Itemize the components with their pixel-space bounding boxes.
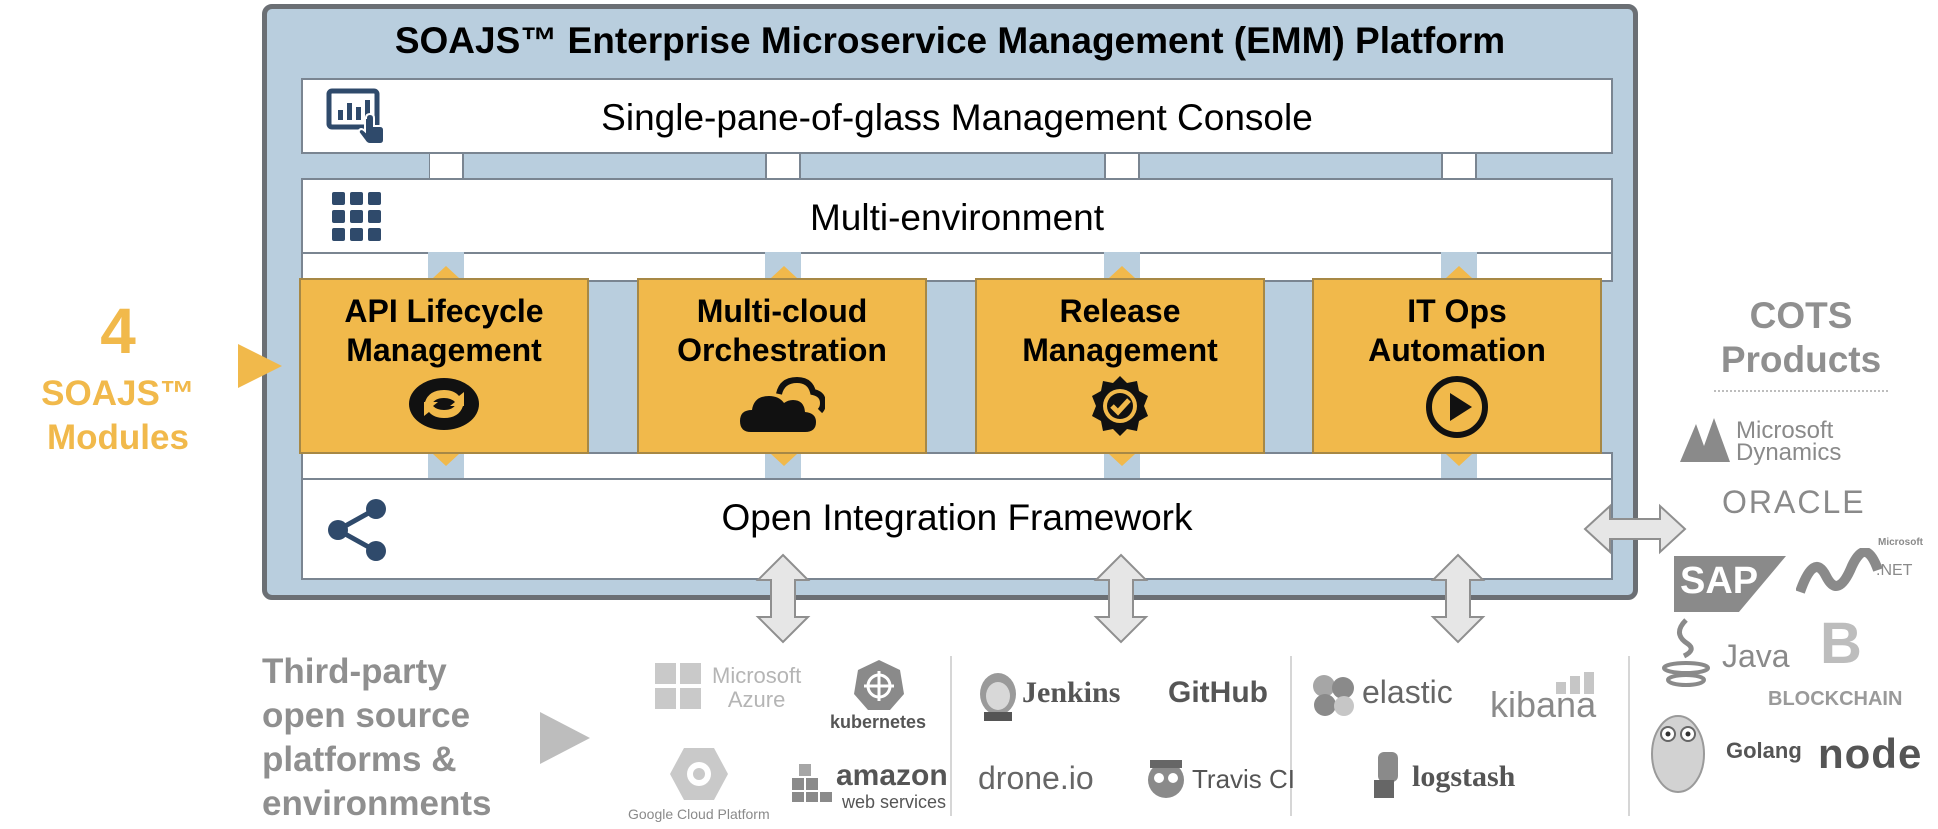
dotnet-text: .NET <box>1876 562 1913 579</box>
module-title-line2: Orchestration <box>677 332 887 368</box>
module-title-line2: Management <box>1022 332 1218 368</box>
third-party-heading: Third-party open source platforms & envi… <box>262 652 492 823</box>
platform-title: SOAJS™ Enterprise Microservice Managemen… <box>394 20 1506 61</box>
dotnet-microsoft-text: Microsoft <box>1878 537 1923 548</box>
integration-framework-label: Open Integration Framework <box>721 497 1193 538</box>
module-title-line1: API Lifecycle <box>344 293 544 329</box>
java-text: Java <box>1722 638 1790 674</box>
module-title-line2: Management <box>346 332 542 368</box>
module-multi-cloud[interactable]: Multi-cloud Orchestration <box>637 278 927 454</box>
multi-environment-label: Multi-environment <box>809 197 1105 238</box>
badge-check-icon <box>977 374 1263 443</box>
module-title-line1: Multi-cloud <box>696 293 868 329</box>
kibana-bars-icon <box>1518 672 1598 699</box>
kubernetes-icon <box>852 658 906 717</box>
elastic-icon <box>1310 672 1358 723</box>
java-logo <box>1658 616 1718 695</box>
connector-band <box>301 452 1613 482</box>
google-cloud-icon <box>668 744 730 809</box>
cots-divider <box>1714 390 1888 392</box>
connector-band <box>301 252 1613 282</box>
blockchain-icon: B <box>1820 611 1862 676</box>
aws-amazon-text: amazon <box>836 759 948 792</box>
aws-cubes-icon <box>790 758 836 809</box>
drone-text: drone.io <box>978 760 1094 796</box>
nodejs-logo: node <box>1818 730 1923 777</box>
integration-framework-bar <box>301 478 1613 580</box>
module-it-ops[interactable]: IT Ops Automation <box>1312 278 1602 454</box>
divider <box>1628 656 1630 816</box>
dotnet-logo <box>1795 547 1900 601</box>
google-cloud-text: Google Cloud Platform <box>628 806 770 822</box>
connector <box>765 152 801 182</box>
management-console-label: Single-pane-of-glass Management Console <box>601 97 1313 138</box>
divider <box>1290 656 1292 816</box>
management-console-bar <box>301 78 1613 154</box>
dashboard-icon <box>326 88 388 151</box>
sync-icon <box>301 376 587 437</box>
callout-arrow <box>238 344 282 388</box>
module-release-management[interactable]: Release Management <box>975 278 1265 454</box>
golang-gopher-icon <box>1646 708 1710 799</box>
kibana-text: kibana <box>1490 684 1597 725</box>
elastic-text: elastic <box>1362 674 1453 710</box>
aws-webservices-text: web services <box>842 792 947 812</box>
travis-text: Travis CI <box>1192 764 1296 794</box>
module-title-line2: Automation <box>1368 332 1546 368</box>
cots-heading-line1: COTS <box>1749 295 1853 336</box>
cots-heading-line2: Products <box>1720 339 1882 380</box>
oracle-logo: ORACLE <box>1722 484 1866 520</box>
travis-icon <box>1144 756 1188 805</box>
divider <box>950 656 952 816</box>
azure-windows-icon <box>654 662 702 715</box>
modules-count: 4 <box>100 295 136 367</box>
sap-logo-text: SAP <box>1680 560 1759 602</box>
third-party-arrow <box>540 712 590 764</box>
module-title-line1: IT Ops <box>1407 293 1507 329</box>
share-icon <box>326 498 390 567</box>
logstash-text: logstash <box>1412 760 1516 793</box>
cloud-icon <box>639 376 925 439</box>
modules-callout-line1: SOAJS™ <box>41 374 195 413</box>
modules-callout-line2: Modules <box>47 418 189 457</box>
jenkins-text: Jenkins <box>1022 676 1121 709</box>
kubernetes-text: kubernetes <box>830 712 927 732</box>
module-api-lifecycle[interactable]: API Lifecycle Management <box>299 278 589 454</box>
logstash-icon <box>1370 750 1406 805</box>
microsoft-dynamics-logo <box>1676 412 1736 469</box>
grid-icon <box>330 190 384 249</box>
golang-text: Golang <box>1726 738 1802 763</box>
jenkins-icon <box>976 670 1020 727</box>
github-text: GitHub <box>1168 676 1268 709</box>
play-icon <box>1314 374 1600 445</box>
module-title-line1: Release <box>1059 293 1181 329</box>
blockchain-text: BLOCKCHAIN <box>1768 688 1903 710</box>
